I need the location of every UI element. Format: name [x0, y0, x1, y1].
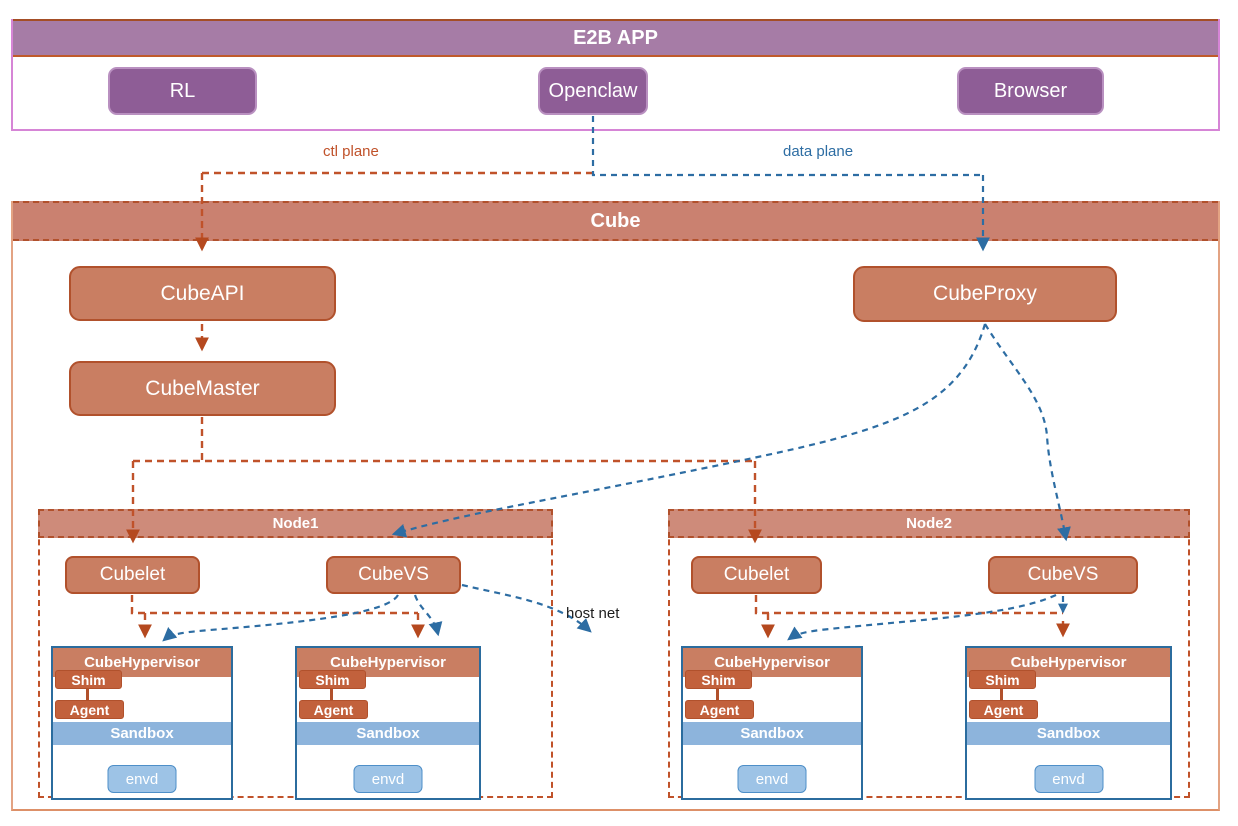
node2-cubevs-box: CubeVS [988, 556, 1138, 594]
node2-header: Node2 [668, 509, 1190, 538]
node1-header: Node1 [38, 509, 553, 538]
cubeproxy-box: CubeProxy [853, 266, 1117, 322]
sandbox-band: Sandbox [53, 722, 231, 745]
openclaw-label: Openclaw [548, 79, 638, 102]
openclaw-box: Openclaw [538, 67, 648, 115]
node2-cubelet-label: Cubelet [723, 564, 790, 585]
shim-agent-connector [716, 689, 719, 702]
hypervisor-stack-2: CubeHypervisor Shim Agent Sandbox envd [295, 646, 481, 800]
shim-box: Shim [55, 670, 122, 689]
node1-cubelet-label: Cubelet [99, 564, 166, 585]
agent-box: Agent [299, 700, 368, 719]
data-plane-label: data plane [783, 143, 854, 160]
shim-box: Shim [685, 670, 752, 689]
cubeapi-box: CubeAPI [69, 266, 336, 321]
cube-panel: Cube [11, 201, 1220, 811]
rl-box: RL [108, 67, 257, 115]
shim-agent-connector [86, 689, 89, 702]
envd-box: envd [1034, 765, 1103, 793]
browser-box: Browser [957, 67, 1104, 115]
e2b-app-title: E2B APP [573, 26, 658, 49]
cube-title: Cube [590, 209, 641, 232]
ctl-plane-label: ctl plane [323, 143, 379, 160]
node2-cubelet-box: Cubelet [691, 556, 822, 594]
envd-box: envd [107, 765, 177, 793]
node2-cubevs-label: CubeVS [1027, 564, 1099, 585]
cube-header: Cube [13, 201, 1218, 241]
shim-box: Shim [299, 670, 366, 689]
sandbox-band: Sandbox [683, 722, 861, 745]
e2b-app-panel: E2B APP [11, 19, 1220, 131]
node1-cubevs-box: CubeVS [326, 556, 461, 594]
agent-box: Agent [685, 700, 754, 719]
node1-title: Node1 [272, 515, 319, 532]
sandbox-band: Sandbox [967, 722, 1170, 745]
node1-cubelet-box: Cubelet [65, 556, 200, 594]
shim-agent-connector [1000, 689, 1003, 702]
envd-box: envd [737, 765, 807, 793]
host-net-label: host net [566, 605, 620, 622]
cubemaster-label: CubeMaster [145, 376, 260, 400]
envd-box: envd [353, 765, 423, 793]
cubemaster-box: CubeMaster [69, 361, 336, 416]
cubeproxy-label: CubeProxy [933, 282, 1037, 305]
shim-box: Shim [969, 670, 1036, 689]
e2b-app-header: E2B APP [13, 19, 1218, 57]
sandbox-band: Sandbox [297, 722, 479, 745]
agent-box: Agent [969, 700, 1038, 719]
agent-box: Agent [55, 700, 124, 719]
rl-label: RL [169, 79, 196, 102]
cubeapi-label: CubeAPI [160, 281, 245, 305]
node1-cubevs-label: CubeVS [358, 564, 429, 585]
hypervisor-stack-3: CubeHypervisor Shim Agent Sandbox envd [681, 646, 863, 800]
node2-title: Node2 [906, 515, 952, 532]
hypervisor-stack-1: CubeHypervisor Shim Agent Sandbox envd [51, 646, 233, 800]
hypervisor-stack-4: CubeHypervisor Shim Agent Sandbox envd [965, 646, 1172, 800]
browser-label: Browser [993, 79, 1068, 102]
shim-agent-connector [330, 689, 333, 702]
